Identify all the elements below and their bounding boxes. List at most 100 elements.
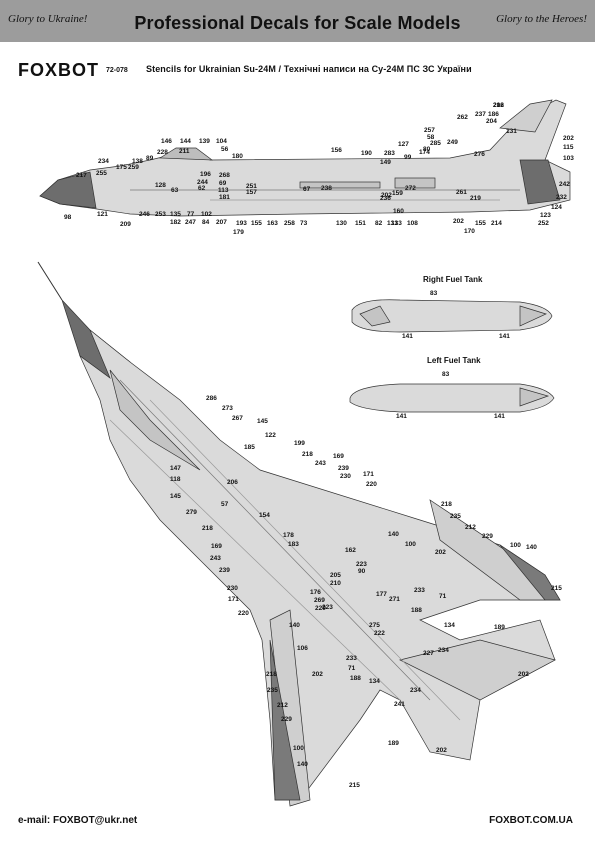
top-view-callout: 140: [289, 622, 300, 629]
side-view-callout: 180: [232, 153, 243, 160]
side-view-callout: 170: [464, 228, 475, 235]
side-view-callout: 276: [474, 151, 485, 158]
top-view-callout: 220: [366, 481, 377, 488]
side-view-callout: 209: [120, 221, 131, 228]
contact-email: e-mail: FOXBOT@ukr.net: [18, 815, 138, 826]
side-view-callout: 67: [303, 186, 311, 193]
side-view-callout: 146: [161, 138, 172, 145]
left-fuel-tank-label: Left Fuel Tank: [427, 356, 481, 365]
side-view-callout: 253: [155, 211, 166, 218]
top-view-callout: 230: [340, 473, 351, 480]
side-view-callout: 174: [419, 149, 430, 156]
side-view-callout: 113: [218, 187, 229, 194]
side-view-callout: 196: [200, 171, 211, 178]
top-view-callout: 71: [348, 665, 356, 672]
side-view-callout: 202: [493, 102, 504, 109]
side-view-callout: 130: [336, 220, 347, 227]
side-view-callout: 272: [405, 185, 416, 192]
side-view-callout: 234: [98, 158, 109, 165]
side-view-callout: 133: [391, 220, 402, 227]
side-view-callout: 202: [453, 218, 464, 225]
side-view-callout: 285: [430, 140, 441, 147]
top-view-callout: 227: [423, 650, 434, 657]
top-view-callout: 235: [267, 687, 278, 694]
side-view-callout: 258: [284, 220, 295, 227]
side-view-callout: 163: [267, 220, 278, 227]
side-view-callout: 128: [155, 182, 166, 189]
top-view-callout: 218: [441, 501, 452, 508]
side-view-callout: 84: [202, 219, 210, 226]
top-view-callout: 279: [186, 509, 197, 516]
top-view-callout: 134: [369, 678, 380, 685]
top-view-callout: 169: [211, 543, 222, 550]
sheet-subtitle: Stencils for Ukrainian Su-24M / Технічні…: [146, 64, 472, 74]
top-view-callout: 230: [227, 585, 238, 592]
side-view-callout: 202: [563, 135, 574, 142]
top-view-callout: 106: [297, 645, 308, 652]
side-view-callout: 58: [427, 134, 435, 141]
side-view-callout: 131: [387, 220, 398, 227]
top-view-callout: 234: [438, 647, 449, 654]
side-view-callout: 186: [488, 111, 499, 118]
right-fuel-tank-drawing: [351, 299, 553, 333]
side-view-callout: 193: [236, 220, 247, 227]
top-view-callout: 233: [346, 655, 357, 662]
top-view-callout: 100: [510, 542, 521, 549]
top-view-callout: 145: [170, 493, 181, 500]
side-view-callout: 257: [424, 127, 435, 134]
side-view-callout: 123: [540, 212, 551, 219]
side-view-callout: 216: [493, 102, 504, 109]
side-view-callout: 252: [538, 220, 549, 227]
top-view-callout: 215: [551, 585, 562, 592]
top-view-callout: 189: [494, 624, 505, 631]
side-view-callout: 202: [381, 192, 392, 199]
top-view-callout: 229: [281, 716, 292, 723]
top-view-callout: 206: [227, 479, 238, 486]
tank-callout: 141: [494, 413, 505, 420]
tank-callout: 83: [442, 371, 450, 378]
website-url: FOXBOT.COM.UA: [489, 815, 573, 826]
side-view-callout: 99: [404, 154, 412, 161]
top-view-callout: 218: [202, 525, 213, 532]
top-view-callout: 183: [288, 541, 299, 548]
top-view-callout: 162: [345, 547, 356, 554]
top-view-callout: 177: [376, 591, 387, 598]
top-view-callout: 243: [210, 555, 221, 562]
top-view-callout: 275: [369, 622, 380, 629]
tank-callout: 141: [402, 333, 413, 340]
top-view-callout: 239: [338, 465, 349, 472]
side-view-callout: 104: [216, 138, 227, 145]
side-view-callout: 155: [475, 220, 486, 227]
side-view-callout: 160: [393, 208, 404, 215]
side-view-callout: 77: [187, 211, 195, 218]
side-view-callout: 190: [361, 150, 372, 157]
side-view-callout: 211: [179, 148, 190, 155]
top-view-callout: 202: [436, 747, 447, 754]
side-view-callout: 127: [398, 141, 409, 148]
tank-callout: 141: [499, 333, 510, 340]
side-view-callout: 138: [132, 158, 143, 165]
side-view-callout: 115: [563, 144, 574, 151]
top-view-callout: 269: [314, 597, 325, 604]
top-view-callout: 188: [350, 675, 361, 682]
side-view-callout: 238: [321, 185, 332, 192]
top-view-callout: 234: [410, 687, 421, 694]
top-view-callout: 229: [482, 533, 493, 540]
side-view-aircraft: [39, 99, 571, 217]
side-view-callout: 149: [380, 159, 391, 166]
tank-callout: 83: [430, 290, 438, 297]
side-view-callout: 131: [506, 128, 517, 135]
top-view-callout: 122: [265, 432, 276, 439]
top-view-callout: 267: [232, 415, 243, 422]
side-view-callout: 62: [198, 185, 206, 192]
banner-headline: Professional Decals for Scale Models: [134, 13, 461, 33]
side-view-callout: 156: [331, 147, 342, 154]
side-view-callout: 124: [551, 204, 562, 211]
top-view-callout: 235: [450, 513, 461, 520]
side-view-callout: 182: [170, 219, 181, 226]
top-view-callout: 223: [356, 561, 367, 568]
side-view-callout: 262: [457, 114, 468, 121]
